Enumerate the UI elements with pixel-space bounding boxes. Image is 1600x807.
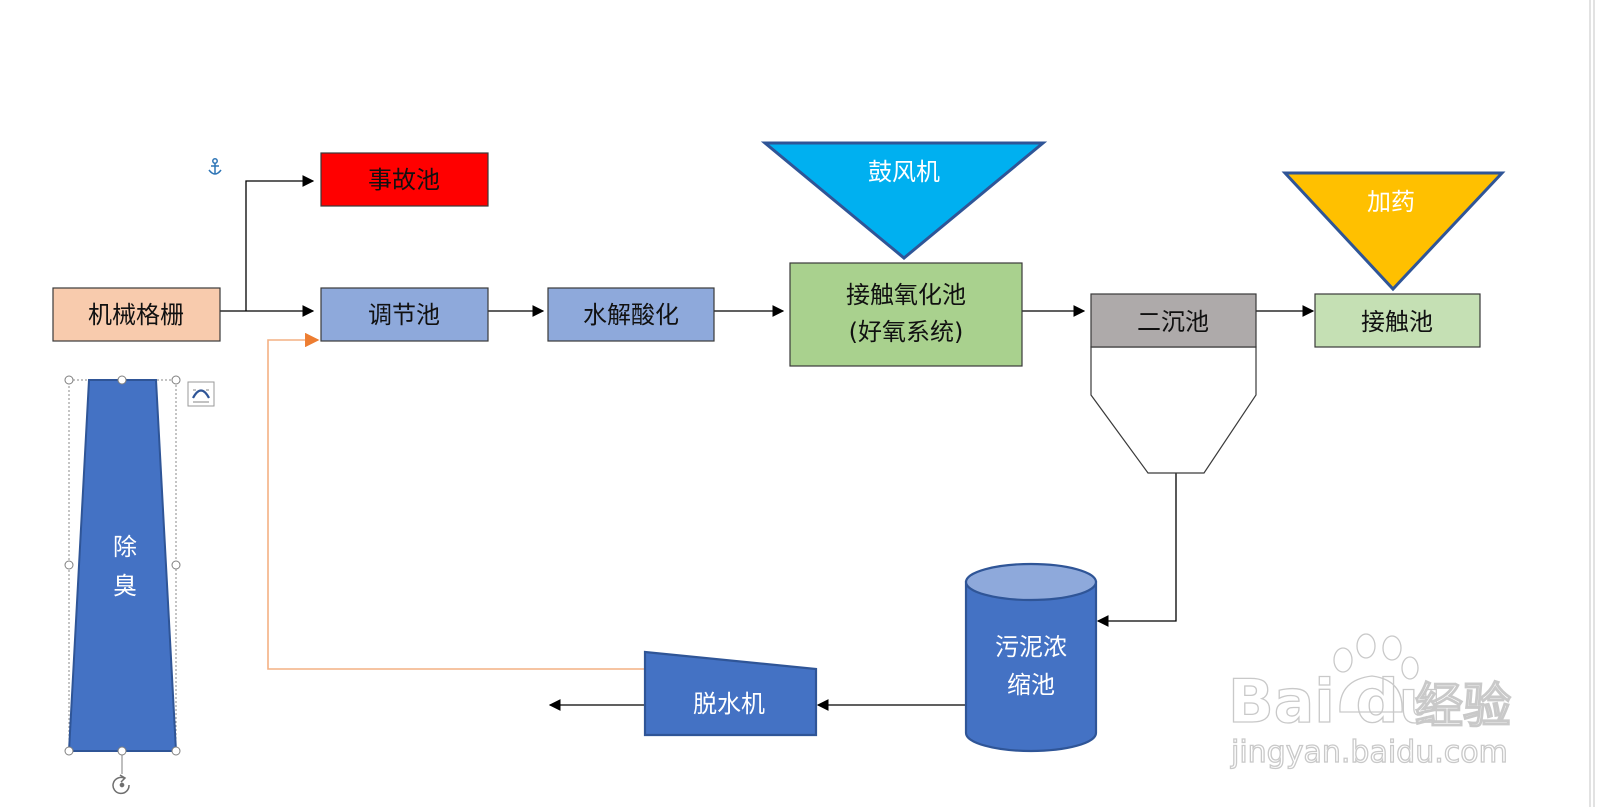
connectors: [216, 175, 1315, 711]
node-accident-pool-label: 事故池: [368, 166, 440, 194]
resize-handle-bottom-right[interactable]: [171, 746, 181, 756]
node-deodorization-label-2: 臭: [113, 572, 137, 600]
node-contact-oxidation-label-1: 接触氧化池: [846, 281, 966, 309]
rotate-handle-icon[interactable]: [112, 774, 130, 795]
node-secondary-clarifier-label: 二沉池: [1137, 308, 1209, 336]
node-hydrolysis: 水解酸化: [547, 287, 715, 342]
resize-handle-right[interactable]: [171, 560, 181, 570]
node-secondary-clarifier: 二沉池: [1090, 293, 1257, 474]
watermark-brand: Bai du: [1228, 667, 1441, 737]
node-contact-oxidation-label-2: (好氧系统): [849, 318, 964, 346]
node-blower: 鼓风机: [760, 141, 1048, 260]
node-grille: 机械格栅: [52, 287, 221, 342]
anchor-icon: [208, 158, 222, 175]
resize-handles[interactable]: [64, 375, 181, 756]
resize-handle-bottom-left[interactable]: [64, 746, 74, 756]
resize-handle-top[interactable]: [117, 375, 127, 385]
watermark-url: jingyan.baidu.com: [1230, 735, 1508, 770]
page-edge: [1589, 0, 1595, 807]
node-contact-oxidation: 接触氧化池 (好氧系统): [789, 262, 1023, 367]
node-deodorization[interactable]: 除 臭: [64, 375, 181, 795]
node-hydrolysis-label: 水解酸化: [583, 301, 679, 329]
node-dewatering-machine: 脱水机: [643, 650, 818, 737]
resize-handle-left[interactable]: [64, 560, 74, 570]
node-contact-pool: 接触池: [1314, 293, 1481, 348]
connector-clarifier-to-thickener: [1096, 470, 1177, 627]
watermark-brand-cn: 经验: [1415, 678, 1511, 734]
connector-sludge-return-to-equalization: [267, 332, 645, 670]
node-deodorization-label-1: 除: [113, 533, 137, 561]
paw-icon: [1333, 633, 1419, 713]
node-dosing-label: 加药: [1367, 188, 1415, 216]
node-blower-label: 鼓风机: [868, 158, 940, 186]
node-accident-pool: 事故池: [320, 152, 489, 207]
clarifier-hopper: [1090, 346, 1257, 474]
node-grille-label: 机械格栅: [88, 301, 184, 329]
node-equalization-pool-label: 调节池: [368, 301, 440, 329]
node-sludge-thickener: 污泥浓 缩池: [964, 562, 1098, 753]
resize-handle-top-right[interactable]: [171, 375, 181, 385]
node-sludge-thickener-label-1: 污泥浓: [995, 633, 1067, 661]
resize-handle-bottom[interactable]: [117, 746, 127, 756]
node-contact-pool-label: 接触池: [1361, 308, 1433, 336]
connector-grille-to-accident-pool: [245, 175, 315, 311]
resize-handle-top-left[interactable]: [64, 375, 74, 385]
node-dewatering-machine-label: 脱水机: [693, 690, 765, 718]
watermark: Bai du 经验 jingyan.baidu.com: [1227, 633, 1512, 771]
node-sludge-thickener-label-2: 缩池: [1007, 671, 1055, 699]
node-equalization-pool: 调节池: [320, 287, 489, 342]
node-dosing: 加药: [1281, 171, 1506, 292]
layout-options-icon[interactable]: [187, 381, 215, 407]
